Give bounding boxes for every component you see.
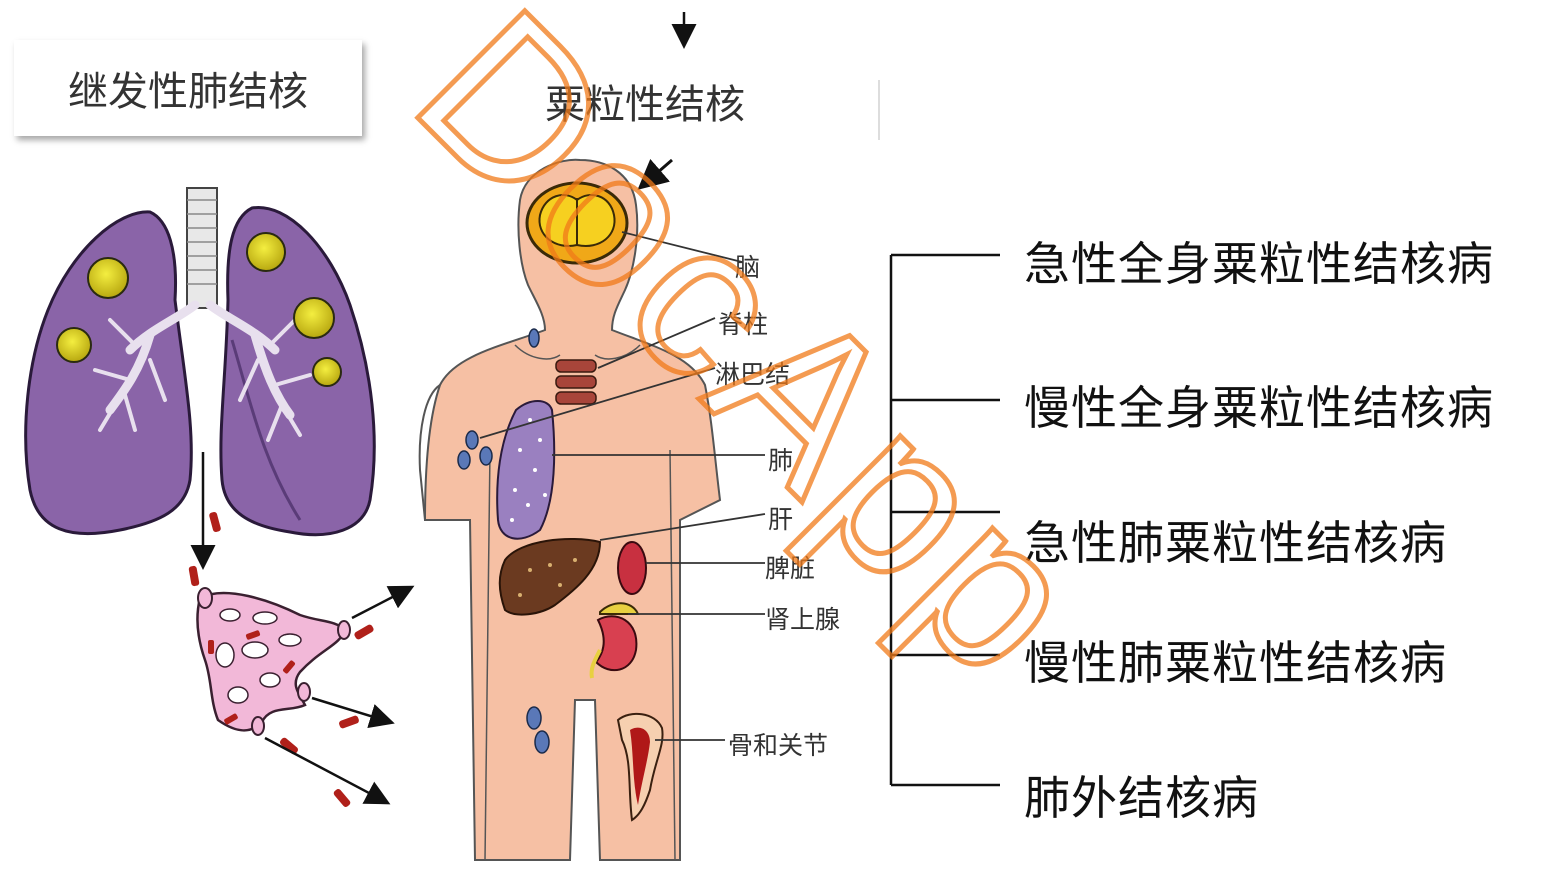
organ-label-liver: 肝 — [768, 500, 793, 536]
organ-label-adrenal: 肾上腺 — [765, 600, 840, 636]
title-divider — [878, 80, 880, 140]
category-acute-systemic: 急性全身粟粒性结核病 — [1024, 228, 1494, 294]
lungs-illustration — [26, 188, 375, 535]
spleen-organ — [618, 542, 646, 594]
organ-label-brain: 脑 — [735, 248, 760, 284]
brain-organ — [527, 183, 627, 263]
category-bracket — [891, 255, 1000, 785]
right-lung — [221, 207, 374, 534]
category-chronic-pulmonary: 慢性肺粟粒性结核病 — [1024, 627, 1447, 693]
left-title-card: 继发性肺结核 — [14, 40, 362, 136]
organ-label-bone-joint: 骨和关节 — [728, 726, 828, 762]
left-title: 继发性肺结核 — [68, 59, 308, 117]
human-body — [420, 160, 720, 860]
center-title: 粟粒性结核 — [545, 72, 745, 130]
spine-organ — [556, 360, 596, 404]
category-chronic-systemic: 慢性全身粟粒性结核病 — [1024, 372, 1494, 438]
category-extrapulmonary: 肺外结核病 — [1024, 762, 1259, 828]
organ-label-spleen: 脾脏 — [765, 549, 815, 585]
category-acute-pulmonary: 急性肺粟粒性结核病 — [1024, 507, 1447, 573]
organ-label-spine: 脊柱 — [718, 305, 768, 341]
organ-label-lung: 肺 — [768, 441, 793, 477]
organ-label-lymph: 淋巴结 — [715, 355, 790, 391]
capillary-network — [198, 588, 350, 735]
